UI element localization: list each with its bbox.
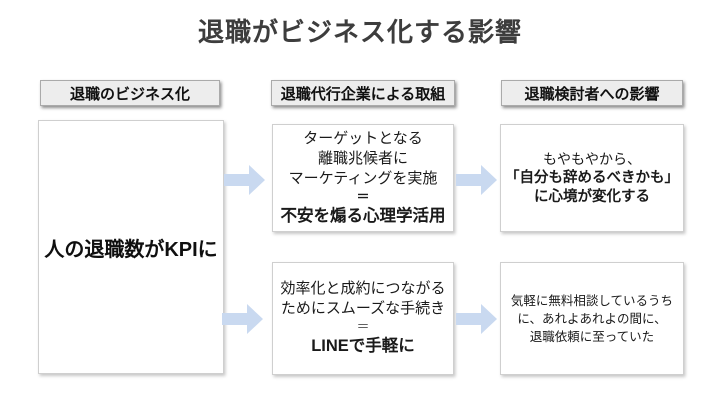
action-marketing-emphasis: 不安を煽る心理学活用 bbox=[280, 206, 446, 225]
action-marketing-line: マーケティングを実施 bbox=[288, 169, 438, 187]
right-arrow-icon bbox=[456, 303, 498, 335]
action-marketing-line: 離職兆候者に bbox=[317, 149, 408, 167]
right-arrow-icon bbox=[456, 164, 498, 196]
action-line-line: ためにスムーズな手続き bbox=[280, 300, 446, 317]
right-arrow-icon bbox=[222, 303, 264, 335]
effect-mindset-line: もやもやから、 bbox=[543, 150, 641, 167]
slide-title: 退職がビジネス化する影響 bbox=[197, 17, 522, 47]
equals-sign: ＝ bbox=[356, 188, 370, 204]
column-header-impact: 退職検討者への影響 bbox=[501, 80, 683, 106]
action-marketing-line: ターゲットとなる bbox=[303, 129, 423, 147]
effect-request-line: 気軽に無料相談しているうち bbox=[510, 293, 674, 308]
equals-sign: ＝ bbox=[356, 319, 370, 334]
column-header-business: 退職のビジネス化 bbox=[40, 80, 220, 106]
effect-request-line: 退職依頼に至っていた bbox=[529, 329, 655, 344]
effect-request-box: 気軽に無料相談しているうち に、あれよあれよの間に、 退職依頼に至っていた bbox=[500, 262, 684, 375]
action-line-line: 効率化と成約につながる bbox=[280, 280, 446, 297]
effect-mindset-box: もやもやから、 「自分も辞めるべきかも」 に心境が変化する bbox=[500, 124, 684, 232]
action-line-emphasis: LINEで手軽に bbox=[311, 337, 415, 355]
action-line-box: 効率化と成約につながる ためにスムーズな手続き ＝ LINEで手軽に bbox=[272, 262, 454, 375]
kpi-box-text: 人の退職数がKPIに bbox=[44, 238, 218, 261]
effect-mindset-line: 「自分も辞めるべきかも」 bbox=[505, 169, 679, 186]
kpi-box: 人の退職数がKPIに bbox=[38, 120, 224, 374]
effect-request-line: に、あれよあれよの間に、 bbox=[517, 311, 667, 326]
effect-mindset-line: に心境が変化する bbox=[534, 188, 650, 205]
right-arrow-icon bbox=[224, 164, 266, 196]
action-marketing-box: ターゲットとなる 離職兆候者に マーケティングを実施 ＝ 不安を煽る心理学活用 bbox=[272, 124, 454, 232]
column-header-agency-actions: 退職代行企業による取組 bbox=[271, 80, 455, 106]
